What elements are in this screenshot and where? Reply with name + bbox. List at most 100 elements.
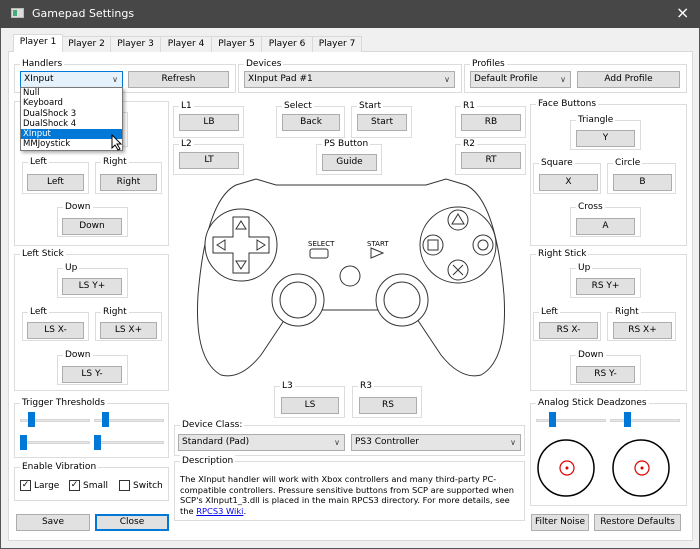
dpad-left-button[interactable]: Left: [27, 174, 84, 191]
l3-box: L3: [274, 380, 345, 418]
tab-player-6[interactable]: Player 6: [261, 36, 313, 52]
triangle-box: Triangle: [570, 114, 641, 150]
device-class-value: Standard (Pad): [182, 437, 250, 447]
slider-thumb[interactable]: [94, 435, 101, 450]
ps-button[interactable]: Guide: [322, 154, 377, 171]
slider-thumb[interactable]: [102, 412, 109, 427]
r1-button[interactable]: RB: [461, 114, 521, 131]
handler-option[interactable]: MMJoystick: [23, 139, 71, 150]
ls-left-box: Left: [22, 306, 89, 341]
tab-player-1[interactable]: Player 1: [13, 34, 63, 52]
chevron-down-icon: ∨: [112, 75, 118, 84]
l3-button[interactable]: LS: [281, 397, 339, 414]
handler-option[interactable]: Null: [23, 88, 40, 98]
cross-button[interactable]: A: [576, 218, 635, 235]
profiles-title: Profiles: [470, 58, 507, 70]
handler-select[interactable]: XInput∨: [20, 71, 123, 88]
ls-up-button[interactable]: LS Y+: [62, 278, 122, 295]
deadzone-preview: [537, 439, 670, 497]
tab-player-7[interactable]: Player 7: [312, 36, 362, 52]
vibration-group: Enable Vibration: [14, 461, 169, 501]
description-body: The XInput handler will work with Xbox c…: [180, 474, 515, 516]
label: Circle: [613, 157, 643, 169]
rs-down-button[interactable]: RS Y-: [576, 366, 635, 383]
label: Cross: [576, 201, 605, 213]
ls-left-button[interactable]: LS X-: [27, 322, 84, 339]
rpcs3-wiki-link[interactable]: RPCS3 Wiki: [196, 505, 244, 516]
triangle-button[interactable]: Y: [576, 130, 635, 147]
slider-thumb[interactable]: [20, 435, 27, 450]
ps-shape: [339, 265, 361, 287]
rs-up-box: Up: [570, 262, 641, 298]
label: Select: [282, 100, 314, 112]
handler-option[interactable]: Keyboard: [23, 98, 63, 109]
label: R2: [461, 138, 477, 150]
restore-defaults-button[interactable]: Restore Defaults: [594, 514, 681, 531]
tab-player-4[interactable]: Player 4: [160, 36, 212, 52]
rs-left-button[interactable]: RS X-: [539, 322, 598, 339]
description-title: Description: [180, 455, 236, 467]
dpad-arrows: [216, 220, 266, 270]
l1-button[interactable]: LB: [179, 114, 239, 131]
dpad-down-button[interactable]: Down: [62, 218, 122, 235]
start-button[interactable]: Start: [357, 114, 407, 131]
r2-box: R2: [455, 138, 526, 175]
r3-button[interactable]: RS: [359, 397, 417, 414]
right-deadzone-slider[interactable]: [610, 419, 680, 422]
slider-thumb[interactable]: [624, 412, 631, 427]
profile-value: Default Profile: [474, 74, 538, 84]
l2-button[interactable]: LT: [179, 152, 239, 169]
rs-right-button[interactable]: RS X+: [613, 322, 672, 339]
r2-button[interactable]: RT: [461, 152, 521, 169]
tab-player-2[interactable]: Player 2: [62, 36, 111, 52]
label: Left: [28, 306, 49, 318]
left-trigger-slider[interactable]: [20, 419, 90, 422]
right-trigger-slider[interactable]: [94, 419, 164, 422]
controller-type-value: PS3 Controller: [355, 437, 419, 447]
filter-noise-button[interactable]: Filter Noise: [531, 514, 589, 531]
profile-select[interactable]: Default Profile∨: [470, 71, 571, 88]
refresh-button[interactable]: Refresh: [128, 71, 229, 88]
mouse-cursor-icon: [111, 134, 123, 151]
label: PS Button: [322, 138, 371, 150]
ls-right-button[interactable]: LS X+: [100, 322, 157, 339]
handlers-title: Handlers: [20, 58, 65, 70]
label: Down: [63, 201, 93, 213]
slider-thumb[interactable]: [28, 412, 35, 427]
left-deadzone-slider[interactable]: [536, 419, 606, 422]
close-button[interactable]: Close: [95, 514, 169, 531]
close-icon[interactable]: ×: [676, 3, 690, 22]
label: Up: [63, 262, 80, 274]
slider-thumb[interactable]: [549, 412, 556, 427]
switch-checkbox[interactable]: Switch: [119, 480, 163, 491]
handler-option[interactable]: XInput: [21, 129, 122, 140]
ls-down-button[interactable]: LS Y-: [62, 366, 122, 383]
save-button[interactable]: Save: [16, 514, 90, 531]
device-select[interactable]: XInput Pad #1∨: [244, 71, 455, 88]
window-title: Gamepad Settings: [32, 7, 135, 20]
dpad-cross: [212, 216, 270, 274]
handler-option[interactable]: DualShock 3: [23, 108, 77, 119]
device-class-select[interactable]: Standard (Pad) ∨: [178, 434, 345, 451]
chevron-down-icon: ∨: [334, 438, 340, 447]
label: Switch: [133, 481, 163, 491]
face-title: Face Buttons: [536, 98, 599, 110]
select-shape: [309, 248, 329, 259]
tab-player-3[interactable]: Player 3: [110, 36, 161, 52]
tab-player-5[interactable]: Player 5: [211, 36, 262, 52]
square-button[interactable]: X: [539, 174, 598, 191]
handler-option[interactable]: DualShock 4: [23, 118, 77, 129]
large-checkbox[interactable]: ✓Large: [20, 480, 59, 491]
circle-button[interactable]: B: [613, 174, 672, 191]
label: Down: [63, 349, 93, 361]
controller-type-select[interactable]: PS3 Controller∨: [351, 434, 521, 451]
label: L2: [179, 138, 194, 150]
face-buttons-group: Face Buttons: [530, 98, 687, 246]
rs-up-button[interactable]: RS Y+: [576, 278, 635, 295]
add-profile-button[interactable]: Add Profile: [577, 71, 680, 88]
select-button[interactable]: Back: [282, 114, 340, 131]
right-trigger-slider-2[interactable]: [94, 441, 164, 444]
small-checkbox[interactable]: ✓Small: [69, 480, 108, 491]
left-trigger-slider-2[interactable]: [20, 441, 90, 444]
dpad-right-button[interactable]: Right: [100, 174, 157, 191]
